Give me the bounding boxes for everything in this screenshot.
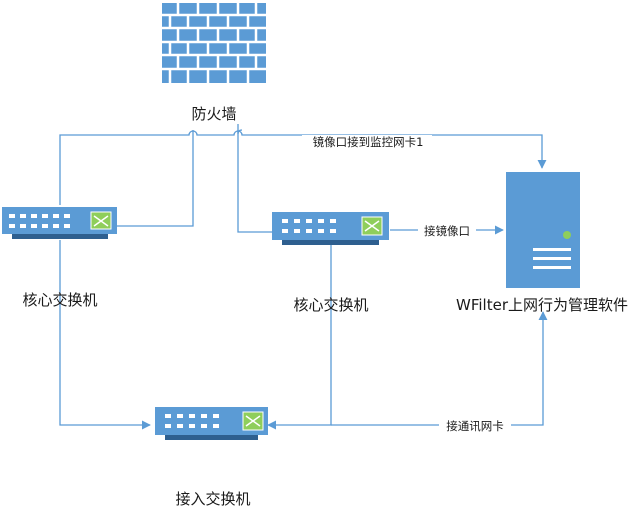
access-switch-icon	[155, 407, 268, 440]
wire-left-core-to-access	[59, 240, 151, 430]
wire-mid-core-to-access	[267, 244, 332, 430]
connect-comm-nic-label: 接通讯网卡	[446, 419, 504, 433]
wire-server-comm-nic	[331, 311, 548, 426]
mirror-port-label-bg	[418, 223, 476, 238]
core-switch-mid-icon	[272, 212, 389, 245]
firewall-icon	[162, 3, 266, 83]
core-switch-mid-label: 核心交换机	[293, 296, 368, 314]
core-switch-left-label: 核心交换机	[22, 291, 97, 309]
access-switch-label: 接入交换机	[175, 490, 250, 508]
wire-firewall-left-core	[117, 130, 194, 227]
firewall-label: 防火墙	[191, 105, 236, 123]
core-switch-left-icon	[2, 207, 117, 239]
wire-mirror-to-monitor	[59, 130, 547, 205]
server-icon	[506, 172, 580, 288]
wire-firewall-mid-core	[237, 130, 272, 233]
connect-mirror-port-label: 接镜像口	[424, 224, 470, 238]
comm-nic-label-bg	[439, 418, 511, 433]
connection-lines	[59, 124, 548, 430]
server-label: WFilter上网行为管理软件	[456, 296, 628, 314]
mirror-label-bg	[302, 135, 432, 149]
mirror-to-monitor-label: 镜像口接到监控网卡1	[313, 135, 424, 149]
